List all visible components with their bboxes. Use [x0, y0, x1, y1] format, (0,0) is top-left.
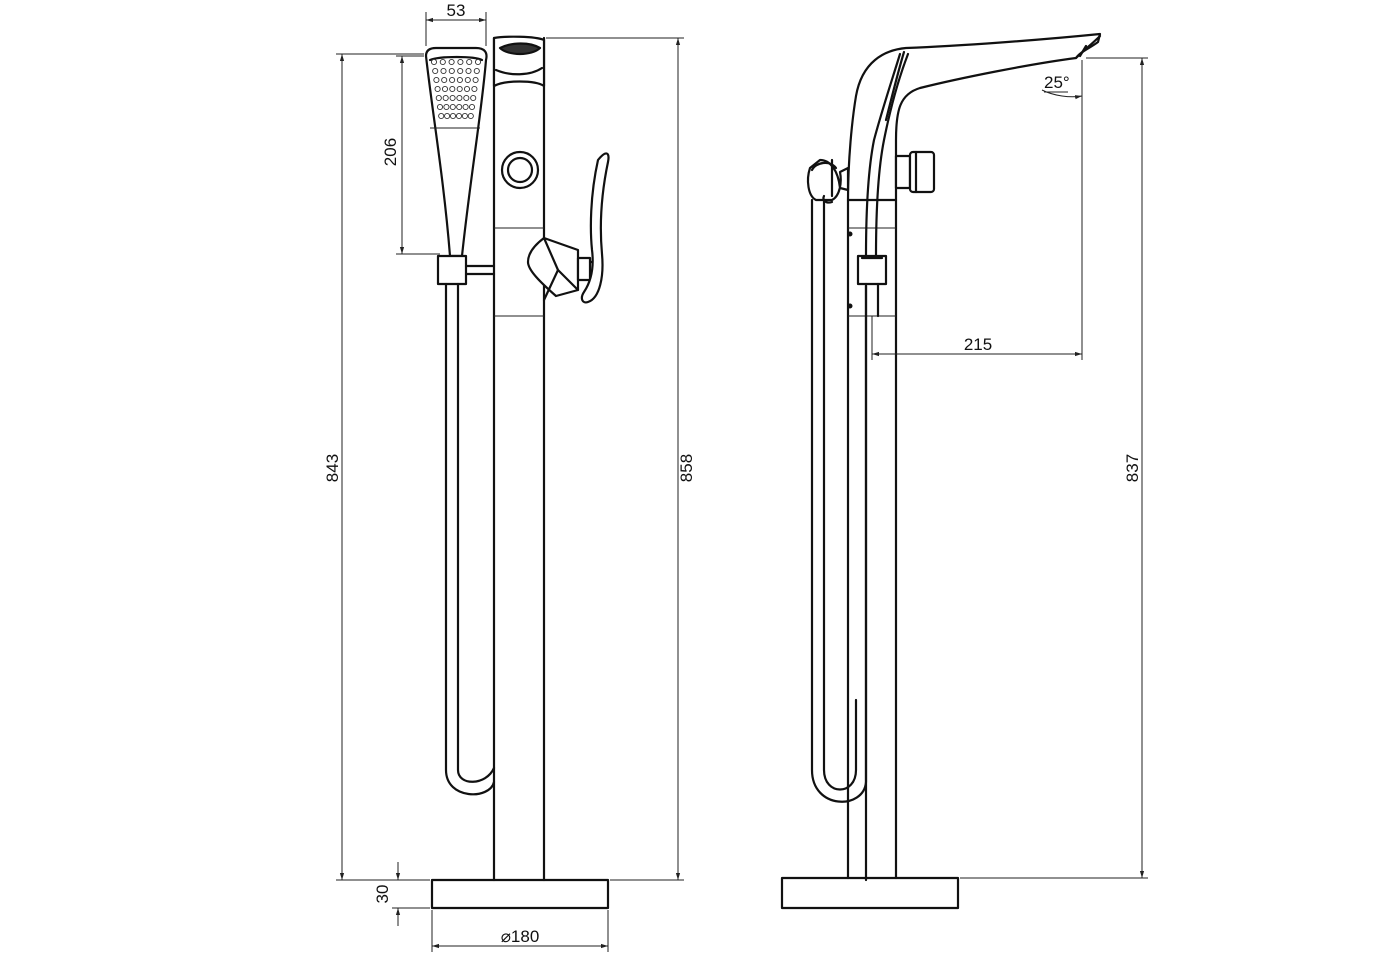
dim-text-30: 30 [373, 885, 392, 904]
nozzle-hole [435, 94, 442, 102]
side-lever [806, 158, 850, 204]
front-column [492, 36, 546, 882]
dim-height-front: 858 [546, 37, 696, 881]
nozzle-hole [439, 58, 446, 66]
nozzle-hole [444, 112, 451, 120]
side-view: 25° 215 837 [780, 32, 1148, 910]
nozzle-hole [467, 112, 474, 120]
nozzle-hole [449, 94, 456, 102]
nozzle-hole [449, 76, 456, 84]
nozzle-hole [432, 67, 439, 75]
dim-height-handset: 843 [323, 53, 430, 881]
nozzle-hole [456, 103, 463, 111]
nozzle-hole [440, 67, 447, 75]
nozzle-hole [449, 85, 456, 93]
nozzle-hole [449, 112, 457, 120]
dim-text-858: 858 [677, 454, 696, 482]
nozzle-hole [461, 112, 468, 120]
side-base-plate [780, 876, 960, 910]
nozzle-hole [463, 94, 470, 102]
nozzle-hole [464, 76, 471, 84]
nozzle-hole [457, 58, 464, 66]
nozzle-hole [448, 67, 455, 75]
front-hand-shower [424, 46, 488, 258]
nozzle-hole [465, 67, 472, 75]
nozzle-hole [442, 94, 449, 102]
nozzle-hole [456, 85, 463, 93]
nozzle-hole [463, 85, 471, 93]
dim-text-206: 206 [381, 138, 400, 166]
dim-text-25: 25° [1044, 73, 1070, 92]
nozzle-hole [468, 103, 476, 111]
nozzle-hole [466, 58, 473, 66]
dim-text-180: ⌀180 [501, 927, 540, 946]
nozzle-hole [456, 94, 463, 102]
dim-text-215: 215 [964, 335, 992, 354]
nozzle-hole [443, 103, 450, 111]
dim-text-53: 53 [447, 1, 466, 20]
front-holder-bracket [436, 254, 496, 286]
nozzle-hole [462, 103, 469, 111]
nozzle-hole [472, 76, 479, 84]
nozzle-hole [474, 58, 482, 66]
nozzle-hole [449, 103, 456, 111]
side-hand-shower [864, 50, 910, 258]
nozzle-hole [471, 85, 478, 93]
nozzle-hole [434, 85, 441, 93]
side-holder-bracket [847, 231, 888, 309]
nozzle-hole [448, 58, 455, 66]
nozzle-hole [430, 58, 438, 66]
dim-height-side: 837 [960, 57, 1148, 879]
nozzle-hole [473, 67, 480, 75]
dim-spout-angle: 25° [1041, 60, 1083, 104]
nozzle-hole [433, 76, 440, 84]
side-diverter-knob [894, 150, 936, 194]
nozzle-hole [455, 112, 463, 120]
front-lever [526, 152, 610, 304]
dim-handshower-length: 206 [381, 55, 440, 255]
front-hose [444, 282, 496, 796]
hand-shower-nozzles [430, 58, 482, 120]
nozzle-hole [441, 85, 449, 93]
side-hose [810, 198, 880, 882]
side-spout [846, 32, 1102, 202]
nozzle-hole [441, 76, 448, 84]
front-diverter-knob [500, 150, 540, 190]
front-base-plate [430, 878, 610, 910]
nozzle-hole [470, 94, 477, 102]
nozzle-hole [456, 76, 463, 84]
dim-handshower-width: 53 [425, 1, 487, 46]
front-view: 53 206 843 858 30 [323, 1, 696, 952]
nozzle-hole [457, 67, 464, 75]
dim-base-diameter: ⌀180 [431, 910, 609, 952]
dim-text-837: 837 [1123, 454, 1142, 482]
dim-spout-reach: 215 [871, 104, 1083, 360]
nozzle-hole [438, 112, 445, 120]
dim-text-843: 843 [323, 454, 342, 482]
dim-base-height: 30 [373, 862, 430, 926]
nozzle-hole [436, 103, 444, 111]
front-spout-head [492, 35, 546, 88]
